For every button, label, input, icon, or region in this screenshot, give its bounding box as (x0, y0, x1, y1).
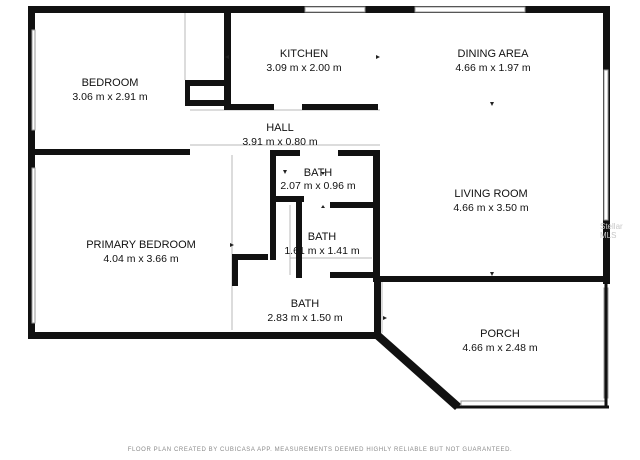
room-bedroom: BEDROOM 3.06 m x 2.91 m (72, 77, 148, 103)
room-kitchen: KITCHEN 3.09 m x 2.00 m (266, 48, 342, 74)
room-size: 4.66 m x 2.48 m (462, 342, 538, 354)
room-bath-2: BATH 1.61 m x 1.41 m (284, 231, 360, 257)
room-size: 3.09 m x 2.00 m (266, 62, 342, 74)
room-name: BATH (308, 231, 337, 243)
room-size: 3.06 m x 2.91 m (72, 91, 148, 103)
room-name: BATH (304, 167, 333, 179)
room-name: HALL (266, 122, 294, 134)
room-name: BATH (291, 298, 320, 310)
room-name: BEDROOM (82, 77, 139, 89)
room-primary-bedroom: PRIMARY BEDROOM 4.04 m x 3.66 m (86, 239, 196, 265)
room-bath-3: BATH 2.83 m x 1.50 m (267, 298, 343, 324)
room-dining-area: DINING AREA 4.66 m x 1.97 m (455, 48, 531, 74)
room-living-room: LIVING ROOM 4.66 m x 3.50 m (453, 188, 529, 214)
room-name: DINING AREA (458, 48, 530, 60)
tick-marks (225, 55, 494, 320)
room-size: 3.91 m x 0.80 m (242, 136, 318, 148)
room-size: 4.66 m x 1.97 m (455, 62, 531, 74)
porch-outline (455, 282, 609, 409)
interior-lines (184, 12, 383, 333)
room-name: KITCHEN (280, 48, 328, 60)
room-name: PORCH (480, 328, 520, 340)
watermark: Stellar MLS (600, 222, 623, 240)
room-size: 4.04 m x 3.66 m (103, 253, 179, 265)
room-name: LIVING ROOM (454, 188, 527, 200)
footer-disclaimer: FLOOR PLAN CREATED BY CUBICASA APP. MEAS… (127, 447, 513, 453)
room-size: 2.07 m x 0.96 m (280, 180, 356, 192)
room-hall: HALL 3.91 m x 0.80 m (242, 122, 318, 148)
room-size: 4.66 m x 3.50 m (453, 202, 529, 214)
room-bath-1: BATH 2.07 m x 0.96 m (280, 167, 356, 192)
room-porch: PORCH 4.66 m x 2.48 m (462, 328, 538, 354)
room-size: 2.83 m x 1.50 m (267, 312, 343, 324)
room-name: PRIMARY BEDROOM (86, 239, 196, 251)
room-size: 1.61 m x 1.41 m (284, 245, 360, 257)
